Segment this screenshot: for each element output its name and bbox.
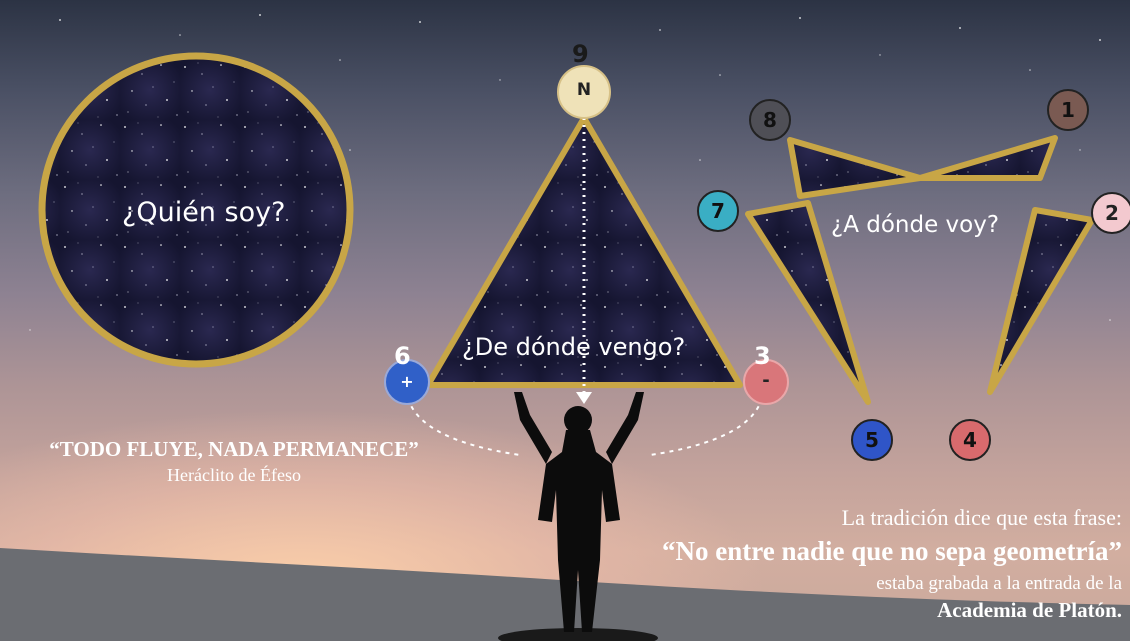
node-minus-number: 3 <box>754 342 771 370</box>
tradition-line-4: Academia de Platón. <box>937 598 1122 622</box>
node-plus-circle <box>384 359 430 405</box>
tradition-line-3: estaba grabada a la entrada de la <box>876 573 1122 594</box>
node-top-number: 9 <box>572 40 589 68</box>
question-who-am-i: ¿Quién soy? <box>122 197 286 228</box>
tradition-line-1: La tradición dice que esta frase: <box>841 505 1122 530</box>
sky-stars <box>29 14 1111 331</box>
quote-author: Heráclito de Éfeso <box>167 465 301 485</box>
star-node-4-circle <box>949 419 991 461</box>
star-node-4-label: 4 <box>963 428 977 452</box>
node-top-letter: N <box>576 80 592 100</box>
question-where-from: ¿De dónde vengo? <box>462 333 686 361</box>
starry-circle <box>38 52 354 368</box>
star-nodes: 1 2 4 5 7 8 <box>697 89 1130 461</box>
enneagram-figure <box>745 135 1095 405</box>
star-node-2-circle <box>1091 192 1130 234</box>
star-node-5-label: 5 <box>865 428 879 452</box>
dashed-arc-right <box>649 397 763 456</box>
node-plus-number: 6 <box>394 342 411 370</box>
question-where-to: ¿A dónde voy? <box>831 212 1000 238</box>
dashed-arc <box>407 397 521 456</box>
star-node-8-label: 8 <box>763 108 777 132</box>
node-plus-sign: + <box>400 372 414 391</box>
star-node-8-circle <box>749 99 791 141</box>
node-minus-sign: - <box>762 370 770 391</box>
person-silhouette <box>498 392 658 641</box>
axis-arrow-icon <box>576 392 592 404</box>
star-node-5-circle <box>851 419 893 461</box>
node-top-circle <box>557 65 611 119</box>
star-node-2-label: 2 <box>1105 201 1119 225</box>
star-node-7-circle <box>697 190 739 232</box>
node-minus-circle <box>743 359 789 405</box>
star-node-7-label: 7 <box>711 199 725 223</box>
star-node-1-label: 1 <box>1061 98 1075 122</box>
tradition-line-2: “No entre nadie que no sepa geometría” <box>662 536 1122 566</box>
star-node-1-circle <box>1047 89 1089 131</box>
quote-text: “TODO FLUYE, NADA PERMANECE” <box>49 437 419 461</box>
